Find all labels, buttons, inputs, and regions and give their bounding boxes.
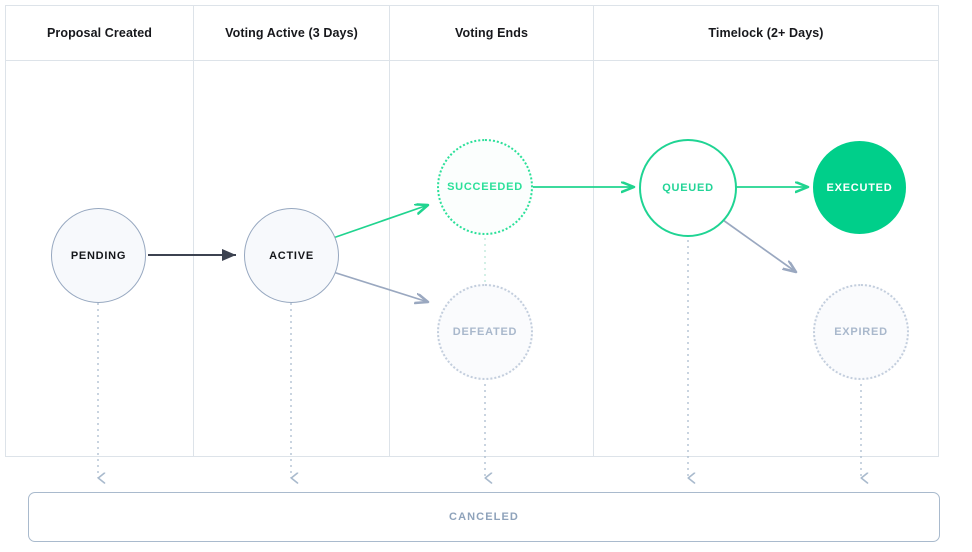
column-header-voting-ends: Voting Ends [389, 6, 593, 60]
column-header-row: Proposal Created Voting Active (3 Days) … [6, 6, 938, 61]
column-header-timelock: Timelock (2+ Days) [593, 6, 938, 60]
node-expired[interactable]: EXPIRED [813, 284, 909, 380]
node-executed-label: EXECUTED [826, 181, 893, 194]
node-active[interactable]: ACTIVE [244, 208, 339, 303]
column-header-label: Voting Ends [454, 26, 529, 40]
column-divider-2 [389, 61, 390, 456]
node-queued-label: QUEUED [662, 182, 714, 194]
node-pending[interactable]: PENDING [51, 208, 146, 303]
column-divider-3 [593, 61, 594, 456]
node-defeated[interactable]: DEFEATED [437, 284, 533, 380]
node-canceled-label: CANCELED [449, 511, 519, 523]
column-header-label: Voting Active (3 Days) [225, 26, 358, 40]
node-succeeded[interactable]: SUCCEEDED [437, 139, 533, 235]
node-expired-label: EXPIRED [834, 326, 888, 338]
column-header-label: Proposal Created [46, 26, 153, 40]
node-defeated-label: DEFEATED [452, 326, 518, 338]
node-pending-label: PENDING [70, 249, 127, 262]
column-header-voting-active: Voting Active (3 Days) [193, 6, 389, 60]
node-executed[interactable]: EXECUTED [813, 141, 906, 234]
node-canceled[interactable]: CANCELED [28, 492, 940, 542]
node-active-label: ACTIVE [269, 249, 314, 262]
column-header-label: Timelock (2+ Days) [708, 26, 824, 40]
node-queued[interactable]: QUEUED [639, 139, 737, 237]
node-succeeded-label: SUCCEEDED [447, 181, 523, 193]
column-divider-1 [193, 61, 194, 456]
column-header-proposal-created: Proposal Created [6, 6, 193, 60]
